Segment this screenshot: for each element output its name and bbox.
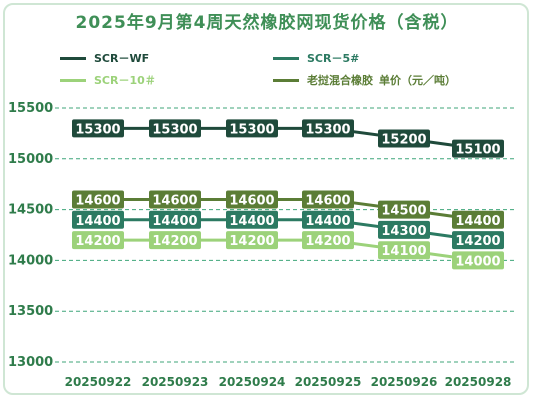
- legend-unit-label: 单价（元／吨）: [379, 74, 456, 87]
- y-tick-label: 15000: [8, 152, 53, 167]
- legend-item-scr-wf: SCR－WF: [60, 50, 149, 66]
- data-label-box: [72, 210, 124, 229]
- data-label-box: [226, 231, 278, 250]
- data-label-box: [302, 210, 354, 229]
- data-label-box: [378, 241, 430, 260]
- data-label: 15300: [75, 122, 120, 137]
- x-tick-label: 20250923: [142, 375, 209, 389]
- data-label: 14200: [229, 234, 274, 249]
- data-label: 15300: [152, 122, 197, 137]
- data-label-box: [149, 231, 201, 250]
- data-label-box: [378, 129, 430, 148]
- y-tick-label: 13000: [8, 355, 53, 370]
- data-label: 14600: [152, 193, 197, 208]
- data-label: 14600: [305, 193, 350, 208]
- legend-swatch-scr-5: [273, 56, 299, 60]
- data-label: 14500: [381, 204, 426, 219]
- data-label: 14100: [381, 244, 426, 259]
- data-label: 14400: [75, 214, 120, 229]
- y-tick-label: 14500: [8, 203, 53, 218]
- x-tick-label: 20250922: [65, 375, 132, 389]
- x-tick-label: 20250928: [445, 375, 512, 389]
- data-label: 14200: [152, 234, 197, 249]
- data-label: 14600: [75, 193, 120, 208]
- x-tick-label: 20250926: [371, 375, 438, 389]
- data-label: 14400: [305, 214, 350, 229]
- data-label-box: [72, 119, 124, 138]
- legend-swatch-scr-wf: [60, 56, 86, 60]
- data-label-box: [149, 190, 201, 209]
- legend-label-scr-5: SCR－5#: [307, 52, 360, 65]
- y-tick-label: 14000: [8, 253, 53, 268]
- data-label-box: [452, 251, 504, 270]
- legend-item-scr-10: SCR－10＃: [60, 72, 156, 88]
- data-label-box: [452, 210, 504, 229]
- data-label-box: [378, 220, 430, 239]
- data-label: 14400: [229, 214, 274, 229]
- y-tick-label: 13500: [8, 304, 53, 319]
- data-label: 14200: [75, 234, 120, 249]
- data-label: 14300: [381, 224, 426, 239]
- x-tick-label: 20250925: [295, 375, 362, 389]
- legend-swatch-scr-10: [60, 78, 86, 82]
- legend-label-laos-mixed: 老挝混合橡胶: [307, 74, 373, 87]
- data-label-box: [149, 119, 201, 138]
- legend-item-laos-mixed: 老挝混合橡胶 单价（元／吨）: [273, 72, 456, 88]
- data-label: 15100: [455, 143, 500, 158]
- data-label-box: [378, 200, 430, 219]
- data-label-box: [452, 231, 504, 250]
- legend-swatch-laos-mixed: [273, 78, 299, 82]
- data-label: 15300: [229, 122, 274, 137]
- data-label-box: [226, 210, 278, 229]
- data-label-box: [302, 231, 354, 250]
- data-label-box: [72, 231, 124, 250]
- data-label: 14400: [152, 214, 197, 229]
- data-label-box: [149, 210, 201, 229]
- legend-label-scr-wf: SCR－WF: [94, 52, 150, 65]
- data-label-box: [226, 190, 278, 209]
- data-label-box: [226, 119, 278, 138]
- data-label: 14400: [455, 214, 500, 229]
- data-label-box: [72, 190, 124, 209]
- data-label: 14000: [455, 254, 500, 269]
- data-label: 15200: [381, 132, 426, 147]
- data-label: 14200: [305, 234, 350, 249]
- data-label: 15300: [305, 122, 350, 137]
- y-tick-label: 15500: [8, 101, 53, 116]
- data-label-box: [452, 139, 504, 158]
- data-label-box: [302, 119, 354, 138]
- data-label: 14600: [229, 193, 274, 208]
- legend-label-scr-10: SCR－10＃: [94, 74, 156, 87]
- legend-item-scr-5: SCR－5#: [273, 50, 359, 66]
- data-label: 14200: [455, 234, 500, 249]
- x-tick-label: 20250924: [219, 375, 286, 389]
- chart-title: 2025年9月第4周天然橡胶网现货价格（含税）: [75, 13, 459, 33]
- data-label-box: [302, 190, 354, 209]
